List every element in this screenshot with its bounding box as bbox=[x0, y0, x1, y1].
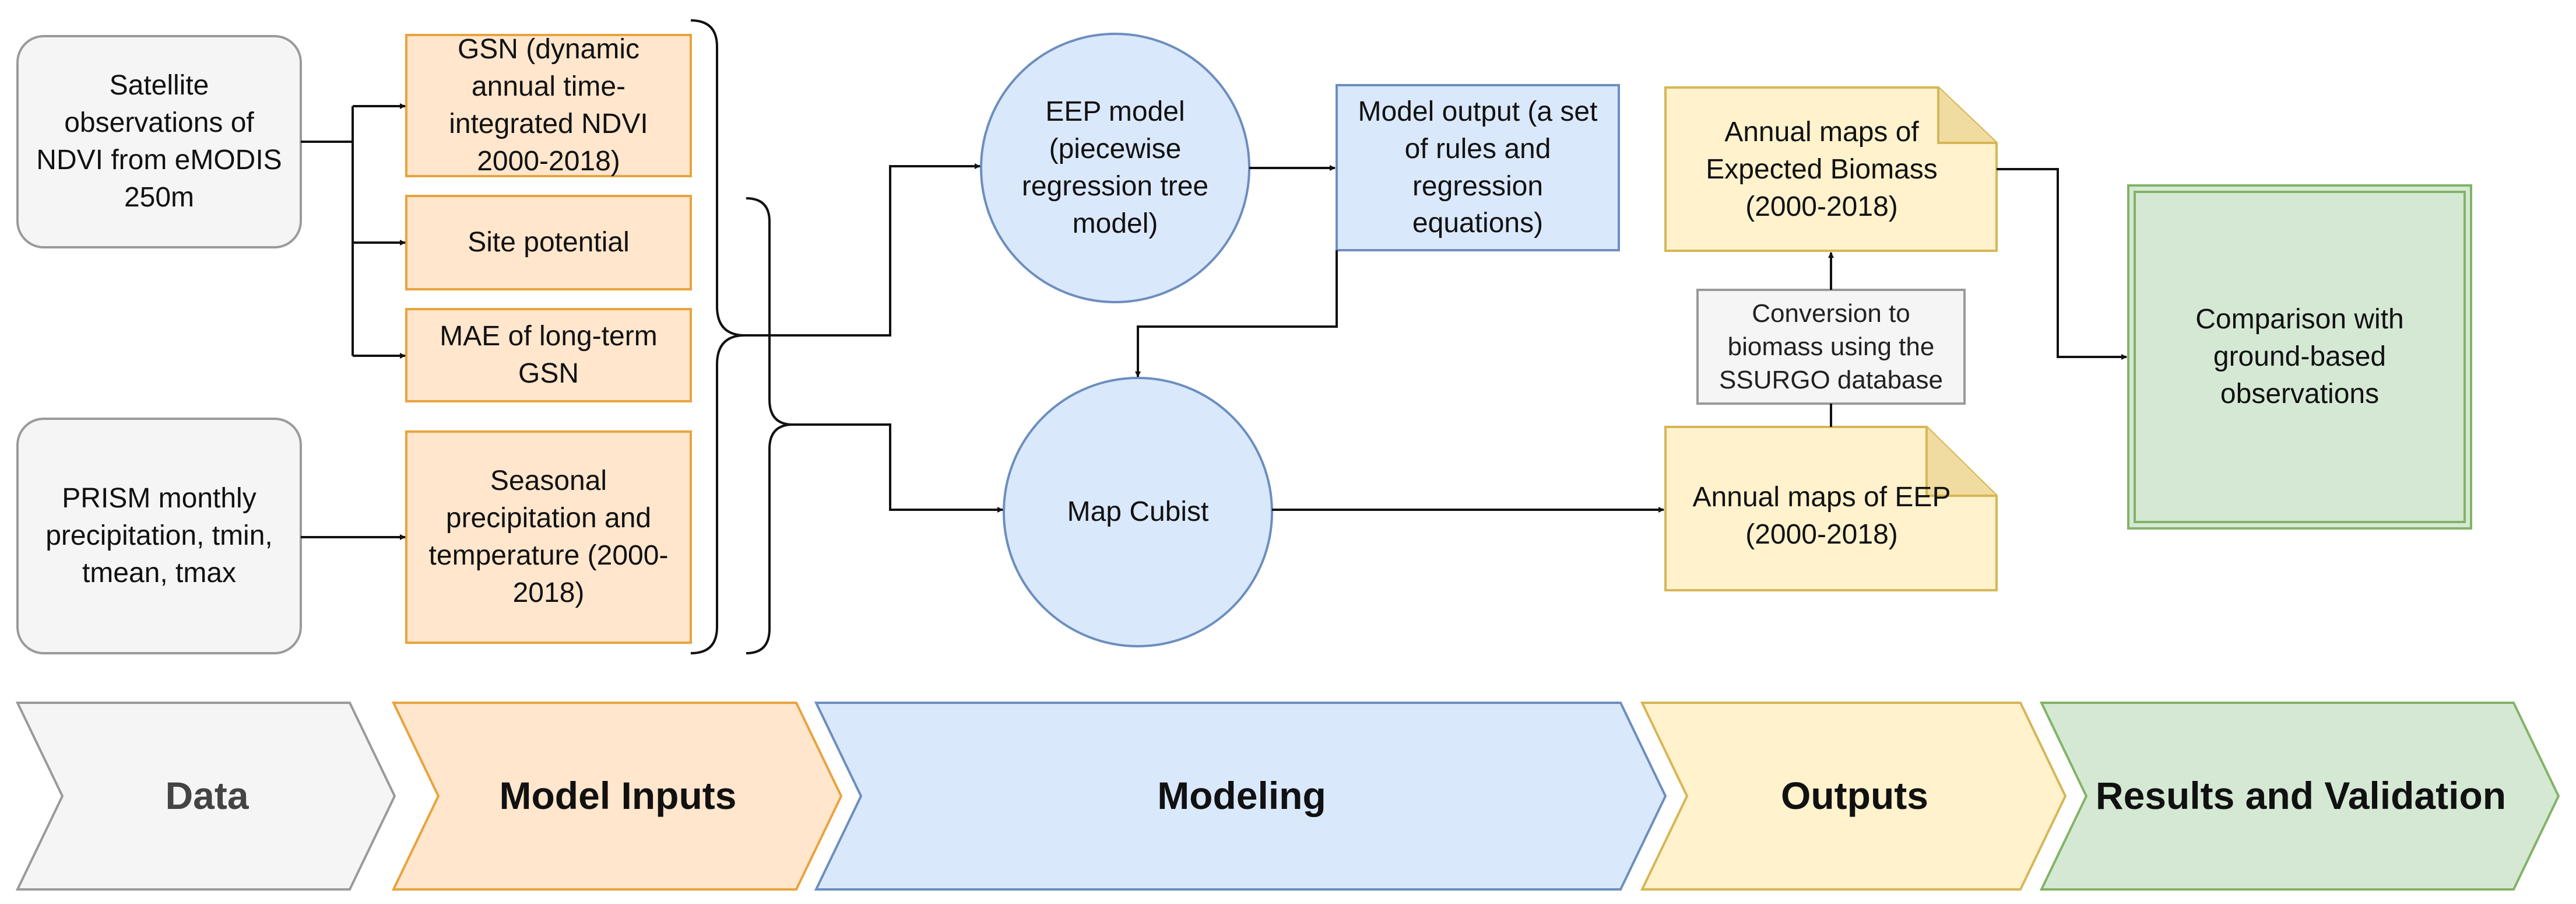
conversion-box bbox=[1696, 289, 1966, 405]
seasonal-box bbox=[405, 430, 692, 644]
annual-eep-note bbox=[1664, 426, 1998, 591]
stage-modeling-chevron bbox=[814, 702, 1667, 891]
stage-model-inputs-label: Model Inputs bbox=[499, 774, 737, 818]
satellite-label: Satellite observations of NDVI from eMOD… bbox=[36, 70, 282, 213]
model-output-box bbox=[1336, 84, 1620, 251]
stage-modeling-label: Modeling bbox=[1157, 774, 1326, 818]
annual-biomass-note bbox=[1664, 86, 1998, 252]
stage-outputs-label: Outputs bbox=[1781, 774, 1928, 818]
site-potential-box bbox=[405, 195, 692, 290]
conversion-label: Conversion to biomass using the SSURGO d… bbox=[1719, 299, 1943, 395]
comparison-box bbox=[2127, 184, 2472, 530]
gsn-box bbox=[405, 34, 692, 177]
stage-results-chevron bbox=[2039, 702, 2560, 891]
prism-label: PRISM monthly precipitation, tmin, tmean… bbox=[45, 483, 273, 588]
arrow-output-to-cubist bbox=[1135, 250, 1338, 377]
seasonal-label: Seasonal precipitation and temperature (… bbox=[428, 465, 669, 608]
stage-outputs-chevron bbox=[1640, 702, 2067, 891]
stage-data-label: Data bbox=[165, 774, 249, 818]
mae-box bbox=[405, 308, 692, 402]
annual-biomass-label: Annual maps of Expected Biomass (2000-20… bbox=[1706, 117, 1938, 222]
connectors bbox=[301, 103, 2127, 540]
modeling-bracket bbox=[746, 197, 793, 654]
stage-data-chevron bbox=[15, 702, 396, 891]
map-cubist-circle bbox=[1003, 377, 1273, 647]
arrow-to-map-cubist bbox=[793, 423, 1003, 513]
comparison-label: Comparison with ground-based observation… bbox=[2195, 304, 2404, 409]
arrow-to-eep-model bbox=[745, 163, 981, 337]
annual-eep-label: Annual maps of EEP (2000-2018) bbox=[1692, 482, 1951, 550]
site-potential-label: Site potential bbox=[468, 227, 630, 258]
model-output-label: Model output (a set of rules and regress… bbox=[1358, 96, 1598, 239]
eep-model-label: EEP model (piecewise regression tree mod… bbox=[1021, 96, 1209, 239]
gsn-label: GSN (dynamic annual time-integrated NDVI… bbox=[449, 34, 648, 177]
mae-label: MAE of long-term GSN bbox=[440, 321, 658, 389]
inputs-bracket bbox=[690, 19, 746, 654]
arrow-to-comparison bbox=[1997, 168, 2127, 360]
stage-model-inputs-chevron bbox=[391, 702, 843, 891]
stage-results-label: Results and Validation bbox=[2095, 774, 2507, 818]
map-cubist-label: Map Cubist bbox=[1067, 496, 1209, 528]
